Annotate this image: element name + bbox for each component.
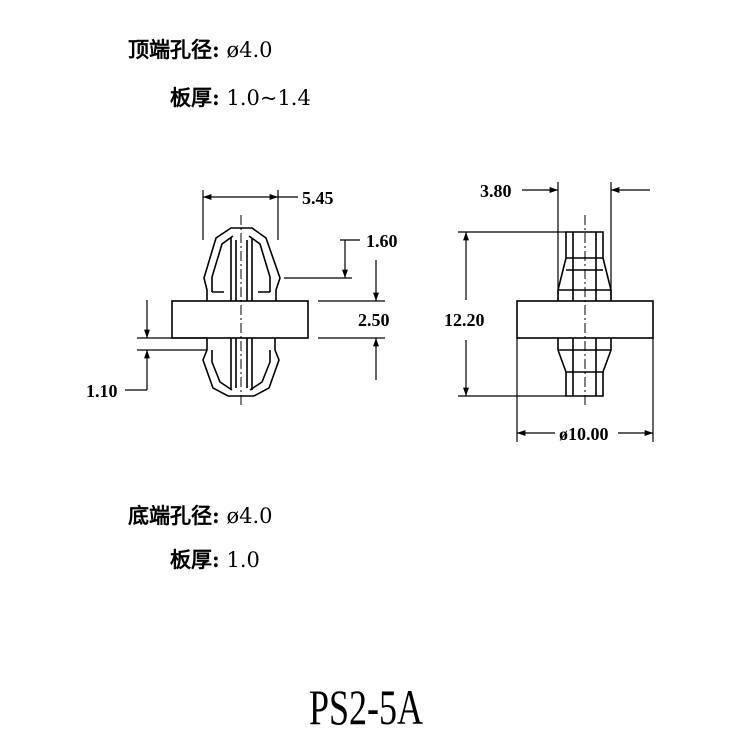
- model-number: PS2-5A: [308, 679, 424, 735]
- dim-head-width-label: 5.45: [302, 188, 334, 208]
- dim-flange-diameter-label: ø10.00: [559, 424, 609, 444]
- front-upper-slot: [230, 238, 253, 301]
- dim-lower-gap: [125, 300, 207, 391]
- front-lower-slot: [230, 338, 253, 390]
- bottom-thickness-value: 1.0: [226, 548, 260, 572]
- top-hole-label: 顶端孔径:: [128, 37, 220, 62]
- front-upper-head-inner: [211, 235, 271, 292]
- side-upper-pin: [557, 231, 612, 301]
- top-thickness-value: 1.0~1.4: [226, 86, 311, 110]
- dim-head-width: [202, 190, 298, 240]
- side-lower-pin-inner: [572, 338, 597, 396]
- front-lower-legs-inner: [211, 350, 271, 391]
- dim-flange-thickness-label: 2.50: [358, 310, 390, 330]
- top-hole-value: ø4.0: [226, 38, 273, 62]
- dim-head-height: [284, 239, 385, 380]
- bottom-thickness-spec: 板厚: 1.0: [170, 544, 260, 574]
- dim-total-height-label: 12.20: [444, 310, 485, 330]
- top-thickness-label: 板厚:: [170, 85, 220, 110]
- front-view: [171, 215, 309, 405]
- front-flange: [171, 300, 309, 339]
- dim-total-height: [458, 231, 566, 397]
- side-view: [516, 215, 654, 405]
- bottom-hole-value: ø4.0: [226, 504, 273, 528]
- dim-pin-width: [522, 182, 650, 300]
- top-hole-spec: 顶端孔径: ø4.0: [128, 34, 273, 64]
- dim-flange-diameter: [516, 338, 654, 442]
- dim-pin-width-label: 3.80: [480, 181, 512, 201]
- dim-lower-gap-label: 1.10: [86, 381, 118, 401]
- top-thickness-spec: 板厚: 1.0~1.4: [170, 82, 311, 112]
- side-upper-pin-inner: [572, 232, 597, 301]
- bottom-hole-label: 底端孔径:: [128, 503, 220, 528]
- bottom-hole-spec: 底端孔径: ø4.0: [128, 500, 273, 530]
- bottom-thickness-label: 板厚:: [170, 547, 220, 572]
- dim-head-height-label: 1.60: [366, 231, 398, 251]
